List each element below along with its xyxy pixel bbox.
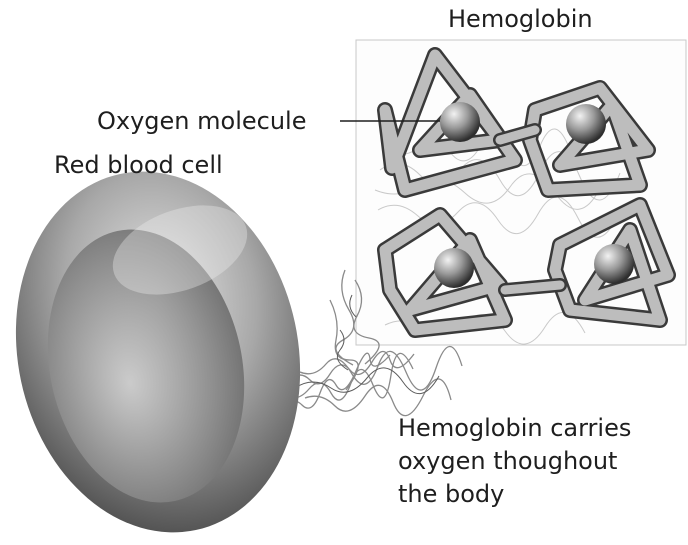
- oxygen-molecule-3: [434, 248, 474, 288]
- caption-line-1: Hemoglobin carries: [398, 412, 631, 445]
- caption-line-2: oxygen thoughout: [398, 445, 631, 478]
- caption-line-3: the body: [398, 478, 631, 511]
- red-blood-cell: [0, 145, 333, 545]
- oxygen-molecule-4: [594, 244, 634, 284]
- hemoglobin-label: Hemoglobin: [448, 4, 593, 34]
- caption: Hemoglobin carries oxygen thoughout the …: [398, 412, 631, 511]
- oxygen-molecule-2: [566, 104, 606, 144]
- red-blood-cell-label: Red blood cell: [54, 150, 223, 180]
- oxygen-molecule-1: [440, 102, 480, 142]
- oxygen-molecule-label: Oxygen molecule: [97, 106, 306, 136]
